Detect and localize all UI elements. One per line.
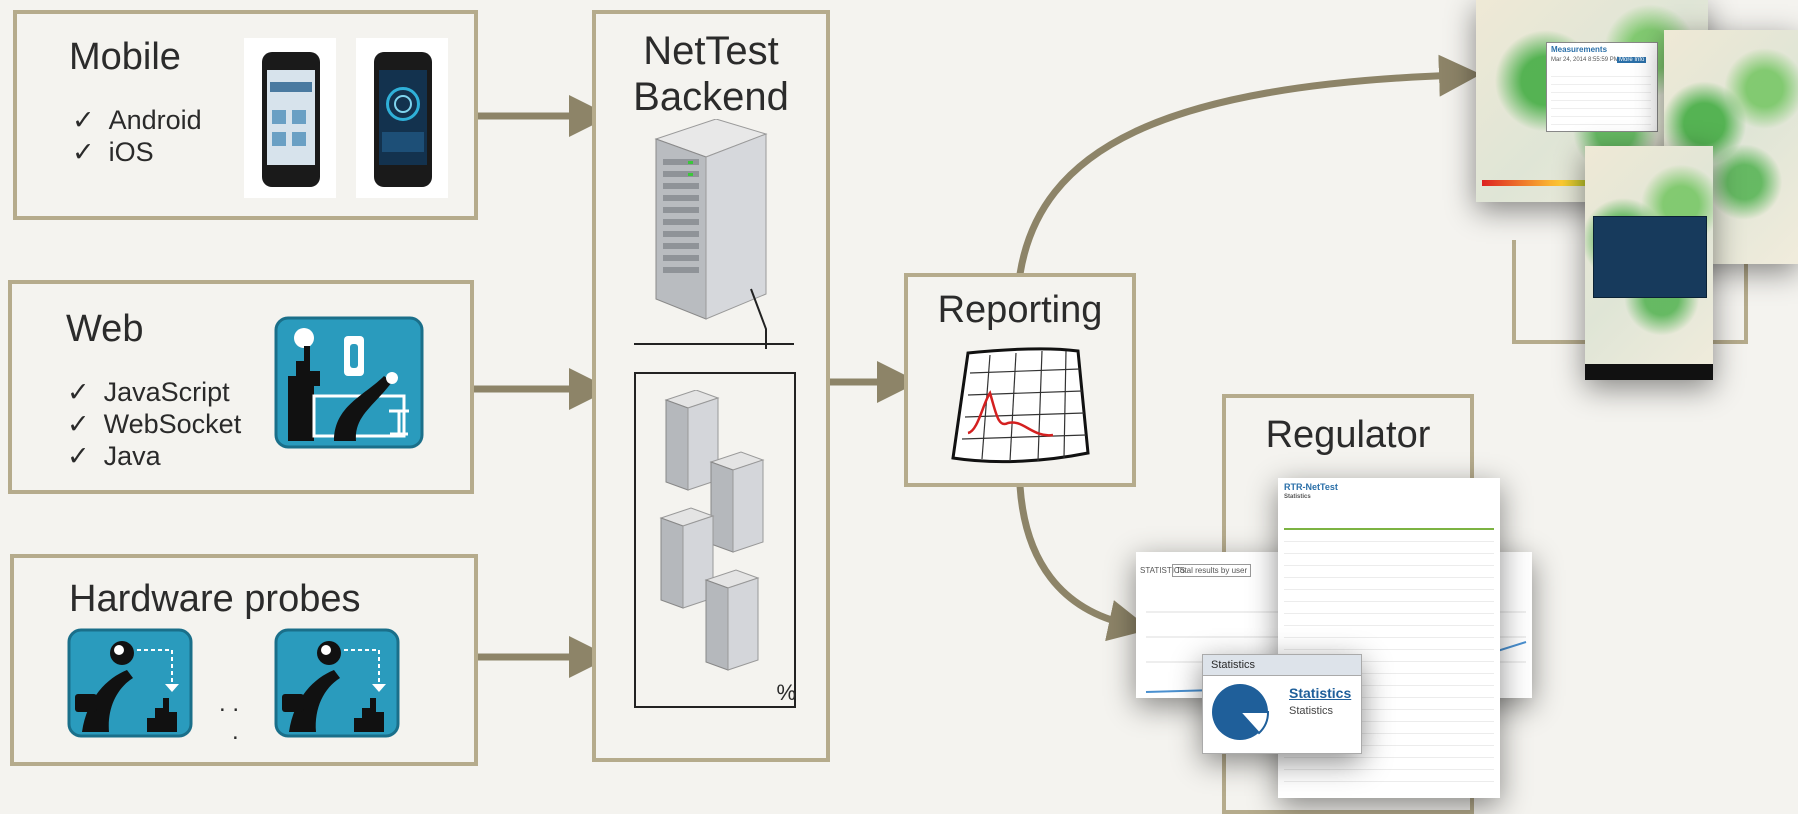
backend-title: NetTest Backend	[596, 28, 826, 120]
regulator-title: Regulator	[1265, 414, 1431, 456]
probe-illustration-icon-1	[67, 628, 193, 738]
arrow-reporting-to-regulator	[1016, 485, 1151, 642]
tech-websocket: WebSocket	[67, 408, 242, 440]
hand-drawn-chart-icon	[951, 347, 1090, 464]
map-popup-title: Measurements	[1551, 45, 1608, 54]
server-cluster-frame: %	[634, 372, 796, 708]
probe-ellipsis-top: . .	[219, 690, 240, 717]
backend-title-line1: NetTest	[643, 29, 779, 73]
stats-caption: Statistics	[1289, 705, 1334, 717]
web-tech-list: JavaScript WebSocket Java	[67, 376, 242, 472]
arrow-reporting-to-map	[1016, 54, 1481, 275]
platform-android: Android	[72, 104, 202, 136]
stats-widget-header: Statistics	[1203, 655, 1361, 676]
map-popup-date: Mar 24, 2014 8:55:59 PM	[1551, 57, 1619, 63]
server-tower-icon	[654, 119, 768, 349]
doc-subtitle: Statistics	[1284, 494, 1311, 500]
hardware-box: Hardware probes . . .	[10, 554, 478, 766]
reporting-title: Reporting	[937, 289, 1103, 331]
hardware-title: Hardware probes	[69, 578, 361, 620]
probe-illustration-icon-2	[274, 628, 400, 738]
doc-title: RTR-NetTest	[1284, 482, 1338, 492]
web-box: Web JavaScript WebSocket Java	[8, 280, 474, 494]
web-illustration-icon	[274, 316, 424, 449]
map-screenshot-phone-2	[1585, 146, 1713, 380]
phone-image-2	[356, 38, 448, 198]
statistics-widget: Statistics Statistics Statistics	[1202, 654, 1362, 754]
backend-title-line2: Backend	[633, 75, 789, 119]
tech-java: Java	[67, 440, 241, 472]
map-popup: Measurements Mar 24, 2014 8:55:59 PM Mor…	[1546, 42, 1658, 132]
phone-result-panel	[1593, 216, 1707, 298]
map-legend-bar	[1482, 180, 1642, 186]
probe-ellipsis-bottom: .	[232, 718, 239, 745]
pie-chart-icon	[1212, 684, 1270, 740]
percent-sign: %	[776, 680, 796, 705]
mobile-platform-list: Android iOS	[72, 104, 202, 168]
map-popup-more-info[interactable]: More Info	[1617, 57, 1647, 63]
reporting-box: Reporting	[904, 273, 1136, 487]
phone-nav-bar	[1585, 364, 1713, 380]
phone-image-1	[244, 38, 336, 198]
stats-link[interactable]: Statistics	[1289, 685, 1352, 701]
stats-label: STATISTICS	[1140, 566, 1186, 575]
web-title: Web	[66, 308, 144, 350]
server-cluster-icon	[659, 390, 765, 671]
network-line	[634, 343, 794, 345]
mobile-box: Mobile Android iOS	[13, 10, 478, 220]
platform-ios: iOS	[72, 136, 202, 168]
tech-javascript: JavaScript	[67, 376, 241, 408]
mobile-title: Mobile	[69, 36, 181, 78]
regulator-document-screenshot: RTR-NetTest Statistics	[1278, 478, 1500, 798]
backend-box: NetTest Backend	[592, 10, 830, 762]
stats-dropdown[interactable]: Total results by user	[1172, 564, 1252, 577]
